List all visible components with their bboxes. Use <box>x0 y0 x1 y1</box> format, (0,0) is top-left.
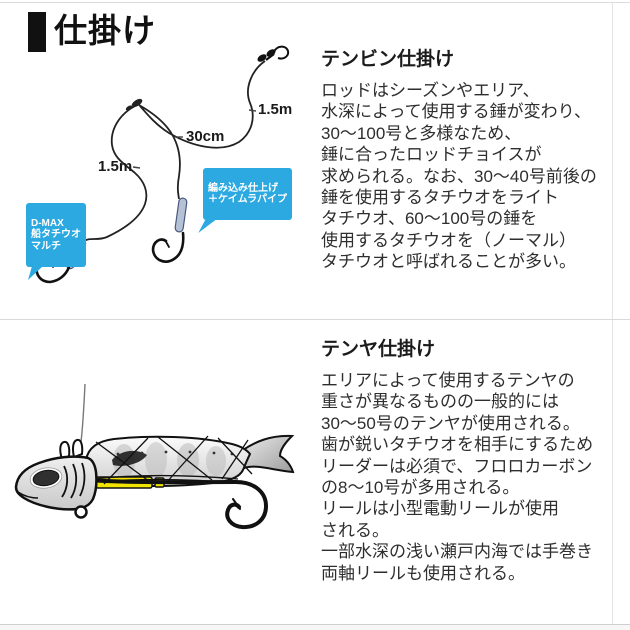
page-title: 仕掛け <box>54 12 156 49</box>
branch-length-label: 30cm <box>186 128 225 145</box>
eye <box>32 469 60 487</box>
snap-swivel <box>257 45 290 62</box>
lower-line-length-label: 1.5m <box>98 158 133 175</box>
junction-swivel <box>125 98 143 111</box>
below-strip <box>0 625 630 630</box>
main-line <box>139 60 266 149</box>
tenbin-body-text: ロッドはシーズンやエリア、 水深によって使用する錘が変わり、 30～100号と多… <box>321 81 597 272</box>
tenya-hook <box>84 478 269 530</box>
hook-right <box>151 231 185 263</box>
tenya-text-column: テンヤ仕掛け エリアによって使用するテンヤの 重さが異なるものの一般的には 30… <box>321 334 613 584</box>
heading-accent-bar <box>28 12 46 52</box>
upper-line-length-label: 1.5m <box>258 101 293 118</box>
hook-model-callout: D-MAX 船タチウオ マルチ <box>26 203 86 280</box>
tenya-heading: テンヤ仕掛け <box>321 339 436 360</box>
section-header: 仕掛け <box>28 9 156 53</box>
lateral-dots <box>116 450 234 456</box>
lower-branch-line <box>83 105 148 242</box>
fishing-line <box>80 383 86 443</box>
binding-threads <box>91 435 253 485</box>
short-branch-line <box>138 104 181 200</box>
tenya-rig-illustration <box>14 383 295 530</box>
jig-head <box>14 455 98 519</box>
line-eye-ring <box>74 505 88 519</box>
tenya-body-text: エリアによって使用するテンヤの 重さが異なるものの一般的には 30～50号のテン… <box>321 371 594 583</box>
keeper-pins <box>59 438 84 461</box>
bottom-border <box>0 624 630 625</box>
measure-tick-lines <box>132 109 257 169</box>
braid-finish-callout: 編み込み仕上げ ＋ケイムラパイプ <box>198 168 292 233</box>
top-border <box>0 2 630 3</box>
braid-finish-callout-text: 編み込み仕上げ ＋ケイムラパイプ <box>208 182 287 206</box>
tenbin-heading: テンビン仕掛け <box>321 49 455 70</box>
hook-sleeve-right <box>174 197 188 233</box>
right-border <box>612 3 613 624</box>
tenbin-text-column: テンビン仕掛け ロッドはシーズンやエリア、 水深によって使用する錘が変わり、 3… <box>321 44 613 273</box>
bait-fish-body <box>85 434 295 488</box>
hook-model-callout-text: D-MAX 船タチウオ マルチ <box>31 217 81 252</box>
gill-lines <box>61 462 86 499</box>
section-divider <box>0 319 630 320</box>
